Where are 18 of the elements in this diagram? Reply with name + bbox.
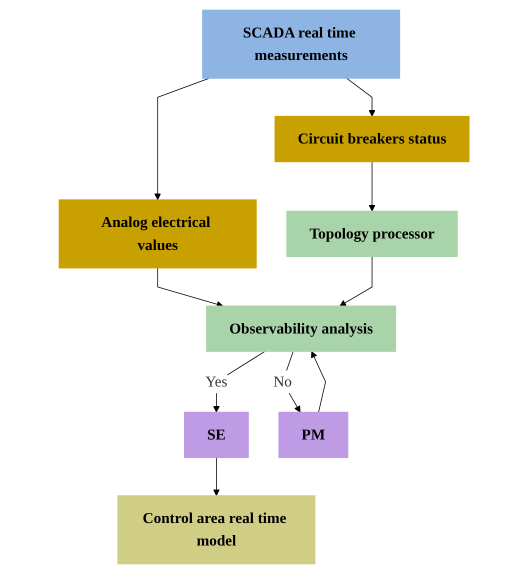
arrow bbox=[158, 268, 224, 308]
arrow bbox=[213, 457, 220, 496]
node-box: Analog electrical values bbox=[59, 199, 258, 268]
node-box: Topology processor bbox=[286, 210, 458, 258]
arrow bbox=[346, 78, 376, 117]
arrow bbox=[311, 351, 326, 413]
arrow bbox=[213, 351, 266, 412]
arrow bbox=[154, 78, 210, 200]
node-box: SE bbox=[184, 412, 250, 458]
node-box: SCADA real time measurements bbox=[202, 10, 401, 79]
node-box: Control area real time model bbox=[118, 495, 316, 564]
node-box: Observability analysis bbox=[206, 306, 397, 352]
node-box: Circuit breakers status bbox=[274, 116, 470, 162]
arrow bbox=[340, 256, 373, 306]
edge-label: Yes bbox=[206, 373, 228, 390]
node-box: PM bbox=[278, 412, 349, 458]
arrow bbox=[369, 161, 376, 212]
edge-label: No bbox=[274, 373, 292, 390]
